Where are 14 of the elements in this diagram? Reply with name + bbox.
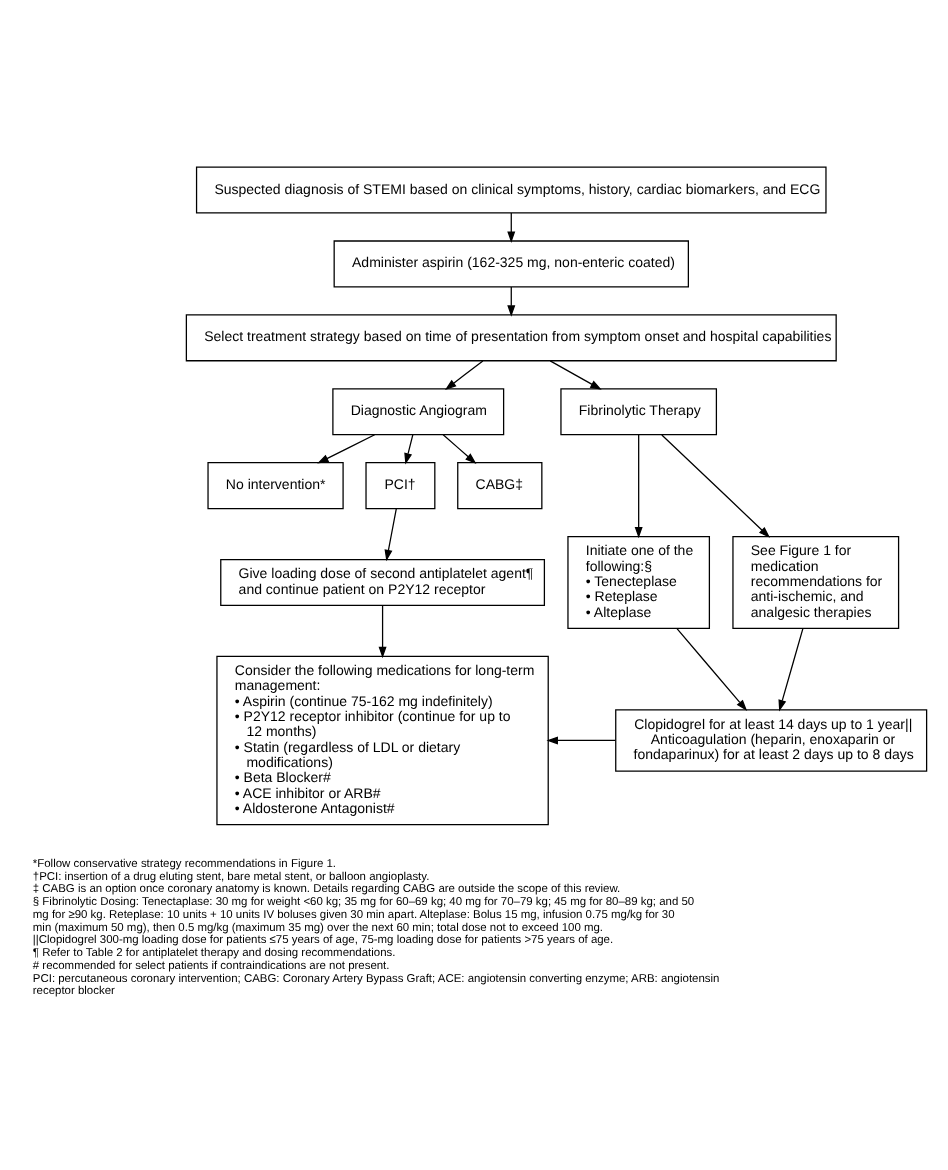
arrow	[661, 434, 771, 538]
arrow	[384, 508, 397, 562]
arrow	[676, 628, 748, 711]
arrow	[507, 286, 516, 317]
arrow	[507, 212, 516, 243]
arrow	[778, 628, 804, 712]
arrow	[404, 434, 414, 465]
arrow	[634, 434, 643, 539]
arrow	[442, 434, 477, 464]
arrow	[317, 434, 376, 464]
arrow	[444, 360, 484, 390]
arrow	[378, 605, 387, 659]
arrow	[546, 736, 617, 745]
arrow	[549, 360, 602, 390]
